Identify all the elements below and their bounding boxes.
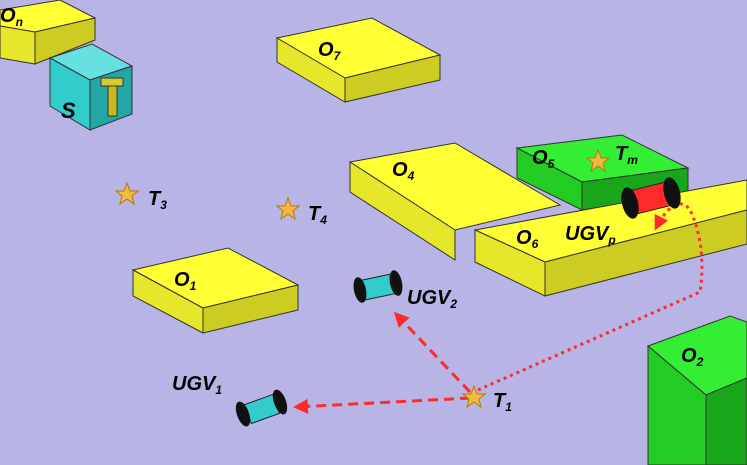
obstacle-o7-label: O7 [318,39,342,63]
station-label: S [61,98,76,123]
station-tool-icon [100,77,124,117]
obstacle-o4-label: O4 [392,159,415,183]
target-t1-label: T1 [493,390,512,414]
obstacle-on: On [0,0,97,65]
obstacle-o4: O4 [348,142,562,261]
path-t1-to-ugv1 [293,396,471,414]
obstacle-on-label: On [0,5,23,29]
target-t4-star-icon [275,196,301,221]
obstacle-o1: O1 [131,247,300,334]
station-s: S [48,43,134,131]
ugv2-vehicle-icon [353,270,403,303]
ugv2-label: UGV2 [407,287,457,311]
obstacle-o2-label: O2 [681,345,704,369]
ugvp-vehicle-icon [621,177,681,219]
obstacle-o5-label: O5 [532,147,555,171]
target-tm-label: Tm [615,143,638,167]
path-t1-to-ugvp [477,202,704,392]
obstacle-o2: O2 [647,315,747,465]
ugvp-label: UGVp [565,223,616,247]
ugv1-vehicle-icon [235,389,288,427]
target-tm-star-icon [585,148,611,173]
path-t1-to-ugv2 [393,311,472,394]
obstacle-o5: O5 [515,134,690,211]
ugv1-label: UGV1 [172,373,222,397]
target-t3-star-icon [114,181,140,206]
obstacle-o6-label: O6 [516,227,539,251]
obstacle-o7: O7 [275,17,442,103]
obstacle-o1-label: O1 [174,269,197,293]
target-t1-star-icon [461,384,487,409]
target-t4-label: T4 [308,203,327,227]
target-t3-label: T3 [148,188,167,212]
